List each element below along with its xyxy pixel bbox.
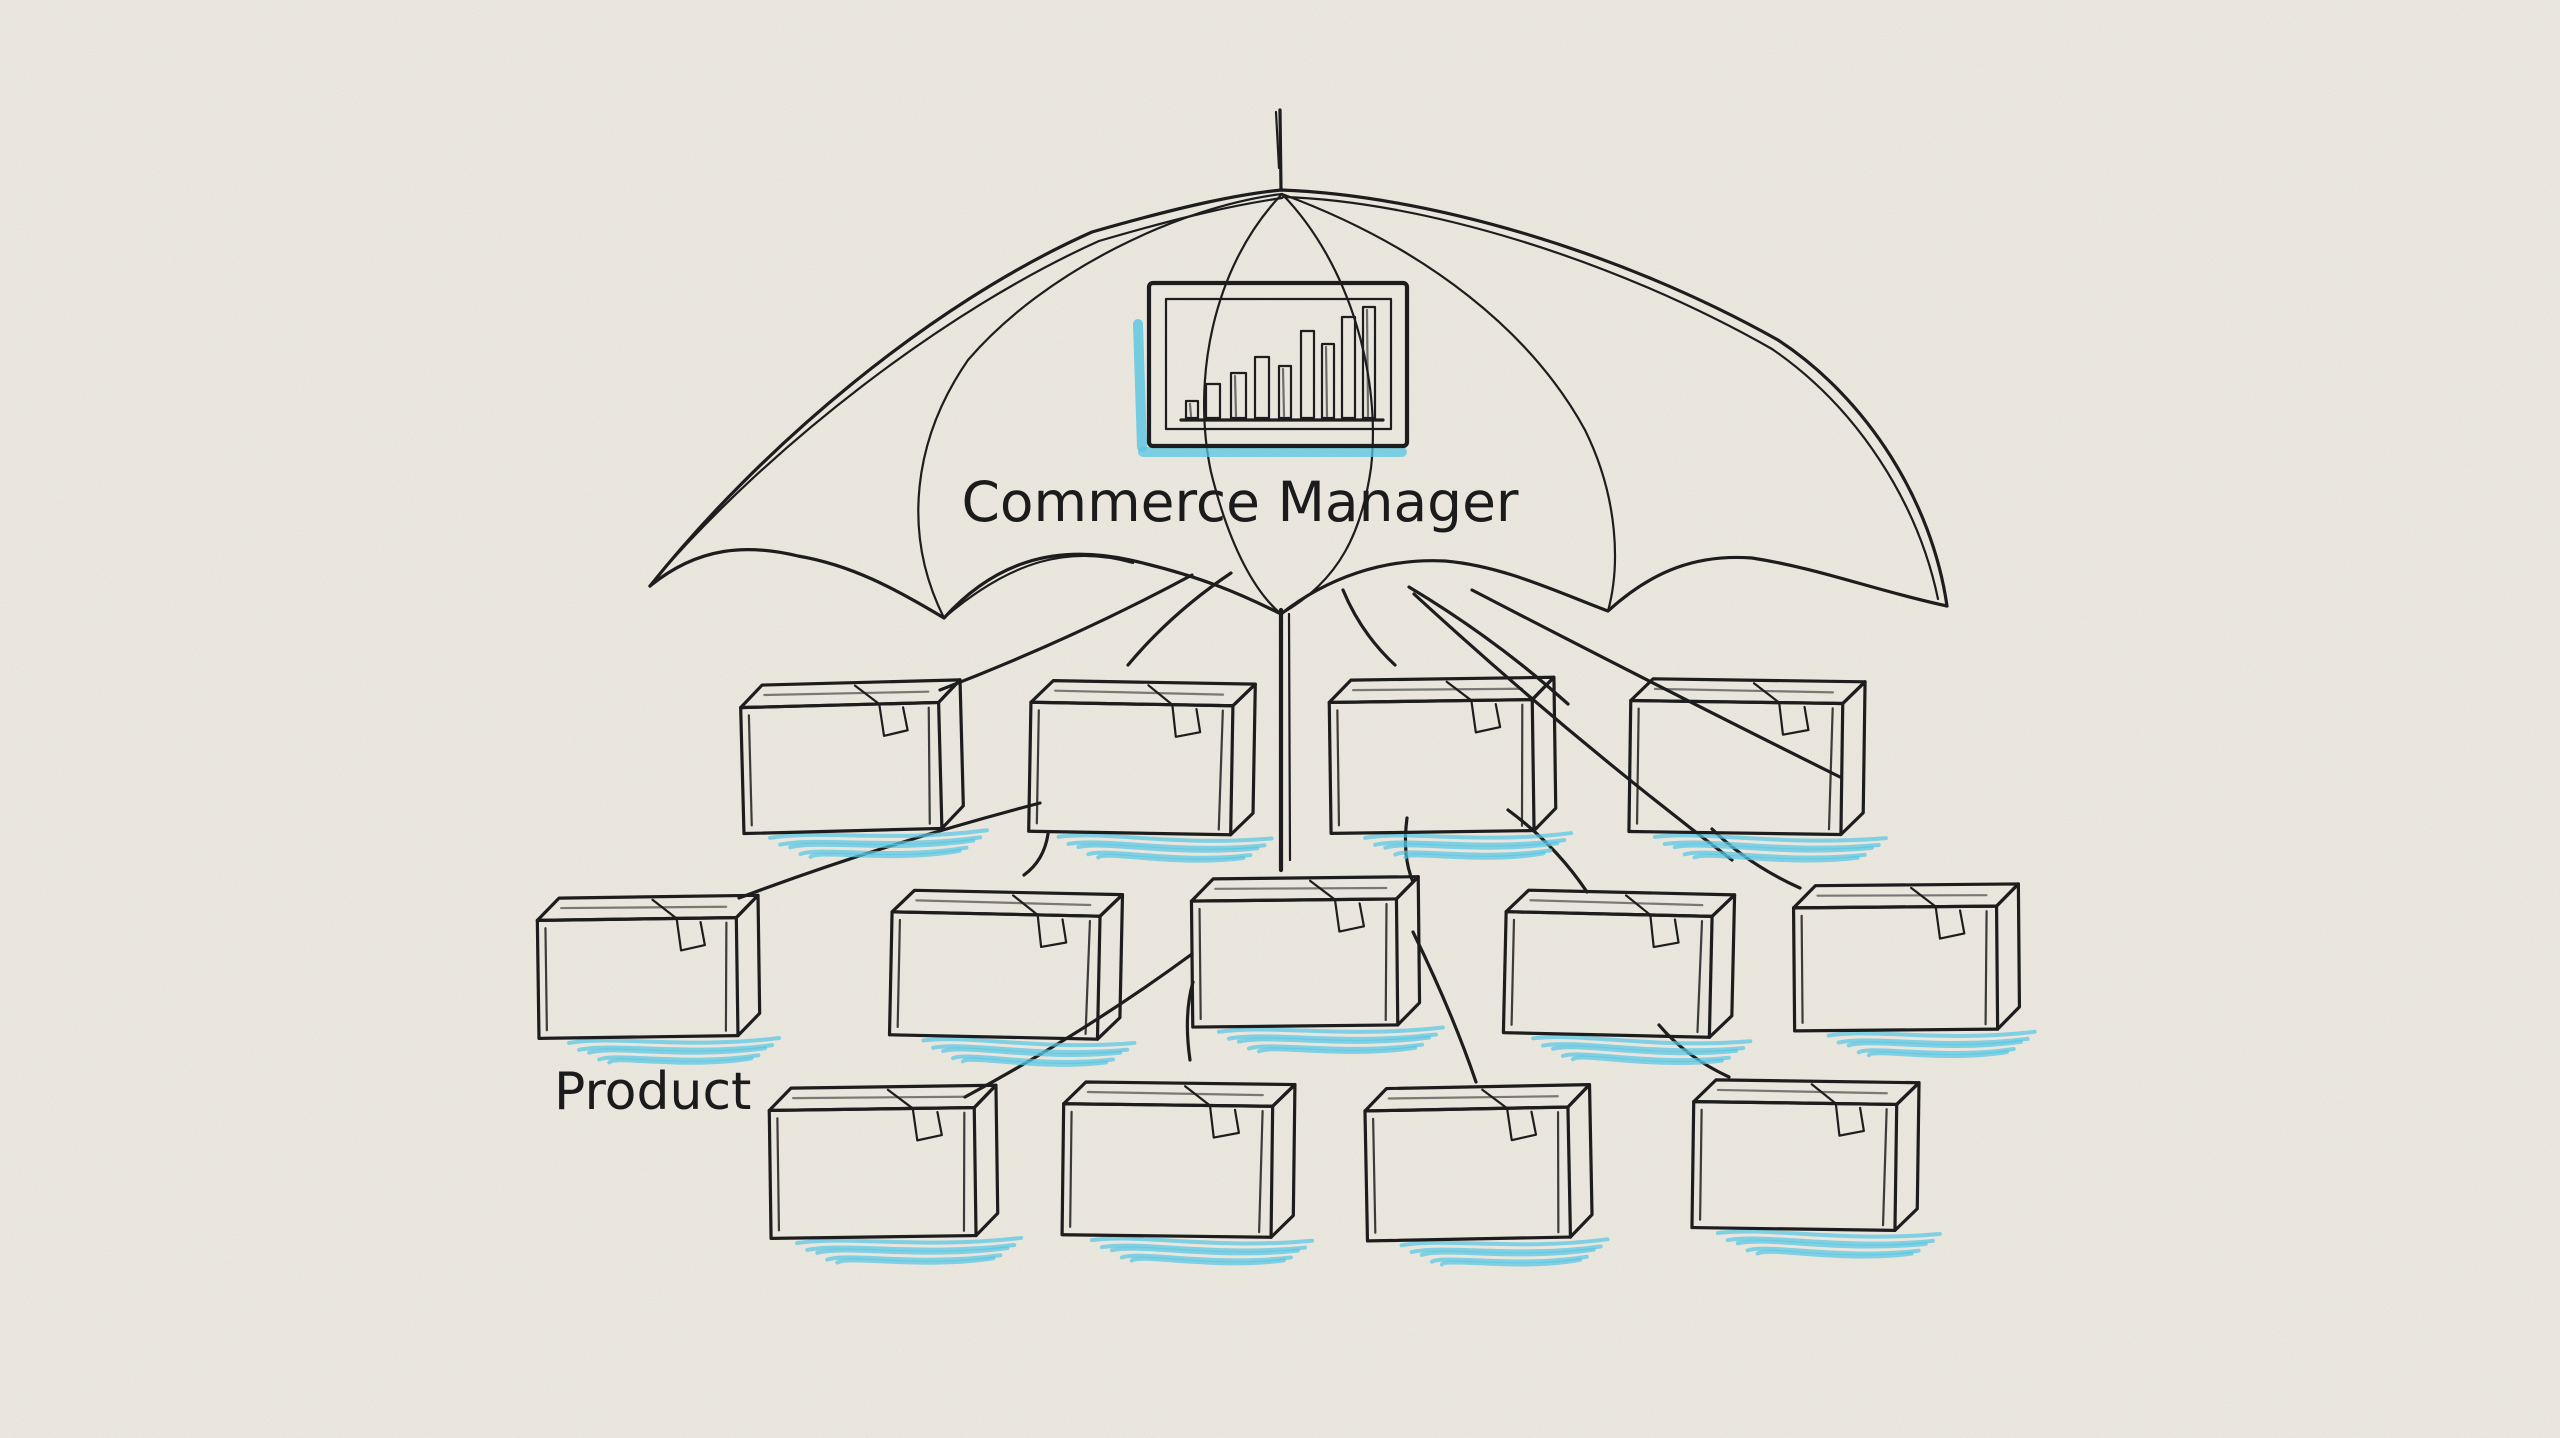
product-box-icon[interactable] [1060, 1080, 1315, 1266]
dashboard-bar [1320, 342, 1336, 420]
product-box-icon[interactable] [1363, 1083, 1610, 1267]
connector-line [1022, 832, 1050, 877]
product-box-icon[interactable] [1690, 1078, 1942, 1259]
manager-label: Commerce Manager [961, 470, 1518, 534]
connector-line [1411, 930, 1478, 1084]
dashboard-bar [1229, 371, 1248, 420]
connector-line [1407, 585, 1570, 706]
connector-line [1341, 588, 1397, 667]
dashboard-bar [1204, 382, 1222, 420]
product-box-icon[interactable] [1501, 888, 1754, 1066]
dashboard-bar [1184, 399, 1200, 420]
connector-line [938, 573, 1194, 692]
connector-line [1506, 808, 1589, 894]
product-box-icon[interactable] [767, 1083, 1024, 1265]
product-box-icon[interactable] [1791, 882, 2037, 1059]
connector-line [737, 801, 1042, 900]
connector-line [963, 952, 1194, 1099]
connector-line [1403, 816, 1415, 884]
connector-line [1412, 592, 1734, 862]
product-box-icon[interactable] [887, 888, 1138, 1067]
dashboard-bar [1361, 305, 1377, 420]
connector-line [1126, 571, 1233, 667]
connector-line [1470, 588, 1842, 779]
dashboard-bar [1253, 355, 1271, 420]
product-box-icon[interactable] [1027, 679, 1274, 863]
product-box-icon[interactable] [535, 893, 782, 1065]
dashboard-bar [1277, 364, 1293, 420]
product-box-grid [535, 675, 2037, 1267]
product-box-icon[interactable] [1189, 875, 1445, 1054]
product-box-icon[interactable] [1327, 675, 1574, 860]
dashboard-bar [1340, 315, 1357, 420]
product-label: Product [554, 1062, 751, 1122]
product-box-icon[interactable] [1627, 677, 1888, 863]
analytics-dashboard-icon[interactable] [1133, 280, 1410, 457]
product-box-icon[interactable] [739, 678, 989, 860]
dashboard-bar [1299, 329, 1316, 420]
dashboard-bar-chart [1179, 305, 1385, 422]
